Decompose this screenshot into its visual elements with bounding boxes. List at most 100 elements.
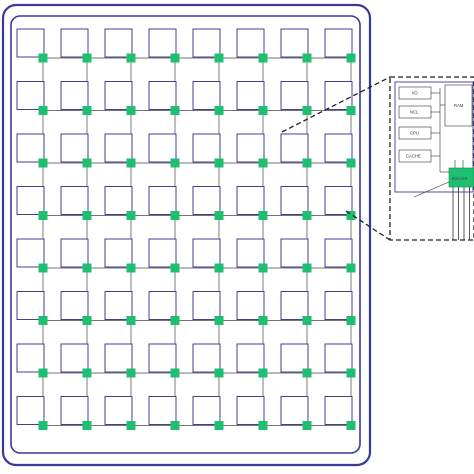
- processor-tile: [236, 81, 265, 110]
- processor-tile: [104, 81, 133, 110]
- processor-tile: [236, 186, 265, 215]
- processor-tile: [192, 396, 221, 425]
- processor-tile: [236, 133, 265, 163]
- processor-tile: [148, 28, 177, 58]
- chip-outer-border: [1, 3, 372, 467]
- router-node: [38, 211, 48, 220]
- router-node: [170, 368, 180, 378]
- router-node: [126, 368, 136, 378]
- processor-tile: [148, 133, 177, 163]
- processor-tile: [148, 396, 177, 425]
- router-ports: [452, 187, 470, 240]
- router-node: [126, 106, 136, 115]
- processor-tile: [148, 81, 177, 110]
- router-node: [346, 368, 356, 378]
- router-node: [346, 263, 356, 273]
- processor-tile: [280, 81, 309, 110]
- processor-tile: [324, 133, 353, 163]
- router-node: [38, 53, 48, 63]
- router-node: [170, 211, 180, 220]
- processor-tile: [60, 343, 89, 373]
- processor-tile: [16, 186, 45, 215]
- router-node: [82, 158, 92, 168]
- processor-tile: [104, 396, 133, 425]
- router-node: [170, 158, 180, 168]
- router-node: [258, 53, 268, 63]
- router-node: [82, 53, 92, 63]
- processor-tile: [104, 343, 133, 373]
- router-node: [126, 53, 136, 63]
- processor-tile: [236, 238, 265, 268]
- router-node: [82, 421, 92, 430]
- router-node: [38, 158, 48, 168]
- router-node: [346, 53, 356, 63]
- processor-tile: [104, 186, 133, 215]
- processor-tile: [280, 291, 309, 320]
- processor-tile: [324, 81, 353, 110]
- processor-tile: [324, 396, 353, 425]
- io-block-label: I/O: [412, 91, 418, 96]
- router-node: [170, 106, 180, 115]
- router-block: [448, 167, 474, 188]
- processor-tile: [324, 343, 353, 373]
- router-node: [38, 316, 48, 325]
- zoom-tile-core: [394, 81, 474, 193]
- router-node: [258, 263, 268, 273]
- processor-tile: [324, 291, 353, 320]
- processor-tile: [104, 28, 133, 58]
- processor-tile: [236, 396, 265, 425]
- router-node: [346, 158, 356, 168]
- router-node: [302, 263, 312, 273]
- router-node: [82, 211, 92, 220]
- processor-tile: [324, 28, 353, 58]
- tile-grid: [16, 28, 356, 430]
- processor-tile: [104, 291, 133, 320]
- router-node: [302, 158, 312, 168]
- cpu-block-label: CPU: [410, 131, 419, 136]
- ram-block: [444, 84, 473, 127]
- router-node: [170, 421, 180, 430]
- router-node: [214, 316, 224, 325]
- processor-tile: [192, 28, 221, 58]
- router-node: [126, 211, 136, 220]
- router-node: [214, 211, 224, 220]
- router-node: [214, 421, 224, 430]
- router-node: [82, 263, 92, 273]
- processor-tile: [60, 28, 89, 58]
- router-node: [346, 106, 356, 115]
- processor-tile: [16, 343, 45, 373]
- ncl-block-label: NCL: [410, 110, 419, 115]
- processor-tile: [280, 238, 309, 268]
- processor-tile: [280, 28, 309, 58]
- router-node: [302, 106, 312, 115]
- zoom-tile-detail: I/O NCL CPU CACHE RAM ROUTER: [389, 76, 474, 241]
- router-node: [82, 106, 92, 115]
- router-node: [38, 368, 48, 378]
- zoom-connector-top: [281, 76, 391, 133]
- router-node: [302, 368, 312, 378]
- processor-tile: [16, 133, 45, 163]
- cache-block-label: CACHE: [406, 154, 421, 159]
- router-node: [214, 106, 224, 115]
- processor-tile: [192, 238, 221, 268]
- router-node: [214, 158, 224, 168]
- processor-tile: [104, 238, 133, 268]
- processor-tile: [16, 291, 45, 320]
- router-node: [258, 316, 268, 325]
- router-node: [126, 316, 136, 325]
- router-node: [126, 158, 136, 168]
- processor-tile: [280, 396, 309, 425]
- processor-tile: [324, 186, 353, 215]
- processor-tile: [60, 291, 89, 320]
- router-node: [82, 368, 92, 378]
- processor-tile: [236, 343, 265, 373]
- router-node: [126, 263, 136, 273]
- processor-tile: [148, 186, 177, 215]
- processor-tile: [324, 238, 353, 268]
- processor-tile: [16, 28, 45, 58]
- router-block-label: ROUTER: [452, 177, 468, 181]
- processor-tile: [16, 238, 45, 268]
- processor-tile: [192, 81, 221, 110]
- router-node: [302, 421, 312, 430]
